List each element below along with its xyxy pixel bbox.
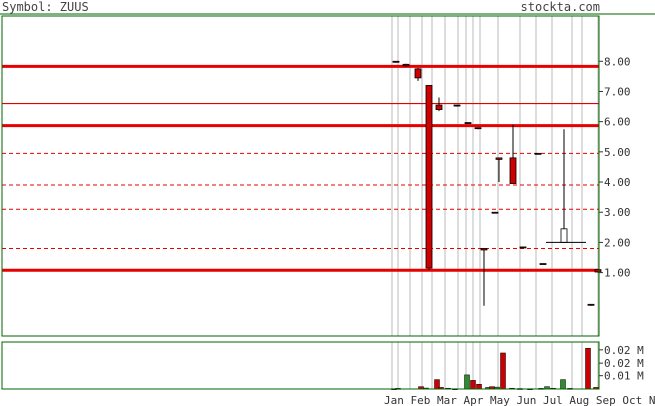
symbol-label: Symbol: ZUUS [2, 0, 89, 14]
candle-body [414, 68, 422, 79]
candle-body [425, 85, 433, 269]
price-tick-label: 4.00 [604, 176, 631, 189]
candle-body [453, 104, 461, 107]
volume-bar [585, 348, 591, 390]
price-tick-label: 5.00 [604, 146, 631, 159]
candle-body [560, 228, 568, 243]
price-axis: 8.00 7.00 6.00 5.00 4.00 3.00 2.00 1.00 [599, 55, 631, 280]
volume-panel-frame [1, 341, 600, 390]
volume-axis: 0.02 M0.02 M0.01 M [599, 344, 644, 383]
candle-body [402, 63, 410, 67]
volume-tick-label: 0.02 M [604, 357, 644, 370]
volume-bar [464, 374, 470, 390]
price-tick-label: 1.00 [604, 267, 631, 280]
volume-bar [560, 379, 566, 390]
volume-bar [476, 384, 482, 390]
volume-tick-label: 0.01 M [604, 370, 644, 383]
candle-body [509, 157, 517, 184]
price-tick-label: 2.00 [604, 236, 631, 249]
price-panel-frame [1, 15, 600, 337]
panel-frames [0, 13, 655, 390]
candle-body [480, 248, 488, 251]
candle-body [587, 303, 595, 306]
price-tick-label: 3.00 [604, 206, 631, 219]
x-axis-labels: Jan Feb Mar Apr May Jun Jul Aug Sep Oct … [384, 394, 655, 406]
volume-bar [500, 352, 506, 390]
volume-bar [470, 380, 476, 390]
candle-body [534, 152, 542, 155]
candle-body [491, 211, 499, 214]
support-resistance-levels [2, 64, 599, 272]
candle-body [392, 60, 400, 63]
price-grid [391, 16, 599, 336]
candle-body [495, 157, 503, 160]
price-tick-label: 6.00 [604, 116, 631, 129]
candle-body [435, 104, 443, 110]
price-tick-label: 7.00 [604, 85, 631, 98]
volume-tick-label: 0.02 M [604, 344, 644, 357]
candle-body [594, 269, 602, 273]
candle-body [474, 127, 482, 130]
site-label: stockta.com [520, 0, 600, 14]
price-candles [392, 60, 602, 306]
candle-body [539, 263, 547, 265]
volume-grid [391, 342, 599, 389]
candle-body [519, 246, 527, 249]
candle-body [464, 122, 472, 124]
price-tick-label: 8.00 [604, 55, 631, 68]
volume-bars [391, 348, 599, 390]
